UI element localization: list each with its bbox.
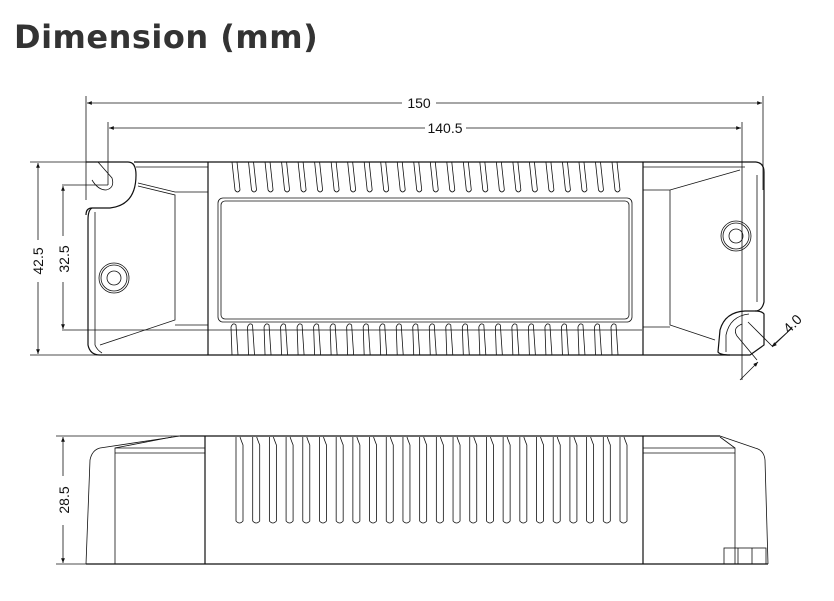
vent-slot xyxy=(412,323,421,356)
vent-slot xyxy=(369,436,377,524)
vent-slot xyxy=(235,436,244,524)
vent-slot xyxy=(247,323,255,356)
vent-slot xyxy=(429,161,439,193)
vent-slot xyxy=(302,436,311,524)
dimension-hole-spacing: 140.5 xyxy=(107,120,743,380)
vent-slot xyxy=(536,436,544,524)
vent-slot xyxy=(511,323,520,356)
dimension-mounting-width: 32.5 xyxy=(56,184,642,331)
dim-label-140-5: 140.5 xyxy=(427,120,462,136)
vent-slot xyxy=(319,436,327,524)
vent-slot xyxy=(285,436,294,524)
vent-slot xyxy=(478,323,487,356)
vent-slot xyxy=(528,161,538,193)
vent-slot xyxy=(413,161,423,193)
vent-slot xyxy=(396,161,406,193)
vent-slot xyxy=(502,436,511,524)
vent-slot xyxy=(611,161,621,193)
vent-slot xyxy=(527,323,536,356)
vent-slot xyxy=(469,436,478,524)
dimension-slot-width: 4.0 xyxy=(739,311,805,381)
vent-slot xyxy=(297,161,307,193)
vent-slot xyxy=(395,323,404,356)
vent-slot xyxy=(268,436,277,524)
vent-slot xyxy=(380,161,390,193)
vent-slot xyxy=(379,323,388,356)
vent-slot xyxy=(335,436,344,524)
vent-slot xyxy=(402,436,411,524)
vent-slot xyxy=(230,323,239,356)
side-view xyxy=(85,435,769,565)
vent-slot xyxy=(586,436,595,524)
vent-slot xyxy=(264,161,274,193)
vent-slot xyxy=(231,161,241,193)
dim-label-150: 150 xyxy=(407,95,431,111)
top-vents-lower xyxy=(230,323,619,356)
vent-slot xyxy=(495,161,505,193)
vent-slot xyxy=(419,436,428,524)
vent-slot xyxy=(562,161,571,193)
vent-slot xyxy=(595,161,604,193)
vent-slot xyxy=(347,161,357,193)
page-title: Dimension (mm) xyxy=(14,18,319,56)
dim-label-32-5: 32.5 xyxy=(56,245,72,272)
vent-slot xyxy=(281,161,290,193)
vent-slot xyxy=(486,436,494,524)
vent-slot xyxy=(544,323,553,356)
vent-slot xyxy=(352,436,361,524)
dimension-overall-length: 150 xyxy=(85,95,764,200)
top-vents-upper xyxy=(231,161,621,193)
vent-slot xyxy=(552,436,561,524)
vent-slot xyxy=(545,161,555,193)
vent-slot xyxy=(362,323,371,356)
vent-slot xyxy=(578,161,588,193)
vent-slot xyxy=(452,436,461,524)
vent-slot xyxy=(313,323,322,356)
dim-label-28-5: 28.5 xyxy=(56,486,72,513)
vent-slot xyxy=(461,323,470,356)
vent-slot xyxy=(252,436,261,524)
vent-slot xyxy=(280,323,288,356)
vent-slot xyxy=(346,323,355,356)
vent-slot xyxy=(462,161,472,193)
top-view xyxy=(85,161,773,361)
side-vents xyxy=(235,436,628,524)
vent-slot xyxy=(445,323,454,356)
vent-slot xyxy=(494,323,503,356)
vent-slot xyxy=(435,436,444,524)
dim-label-4-0: 4.0 xyxy=(780,311,805,336)
vent-slot xyxy=(329,323,338,356)
dim-label-42-5: 42.5 xyxy=(30,247,46,274)
vent-slot xyxy=(263,323,272,356)
vent-slot xyxy=(446,161,456,193)
vent-slot xyxy=(561,323,569,356)
vent-slot xyxy=(385,436,394,524)
vent-slot xyxy=(512,161,522,193)
dimension-overall-width: 42.5 xyxy=(30,161,128,356)
vent-slot xyxy=(569,436,578,524)
vent-slot xyxy=(314,161,324,193)
vent-slot xyxy=(248,161,257,193)
vent-slot xyxy=(619,436,628,524)
dimension-height: 28.5 xyxy=(56,435,180,565)
vent-slot xyxy=(330,161,340,193)
vent-slot xyxy=(519,436,528,524)
vent-slot xyxy=(577,323,586,356)
vent-slot xyxy=(428,323,437,356)
vent-slot xyxy=(602,436,611,524)
vent-slot xyxy=(296,323,305,356)
vent-slot xyxy=(610,323,619,356)
vent-slot xyxy=(363,161,373,193)
vent-slot xyxy=(479,161,489,193)
vent-slot xyxy=(594,323,602,356)
